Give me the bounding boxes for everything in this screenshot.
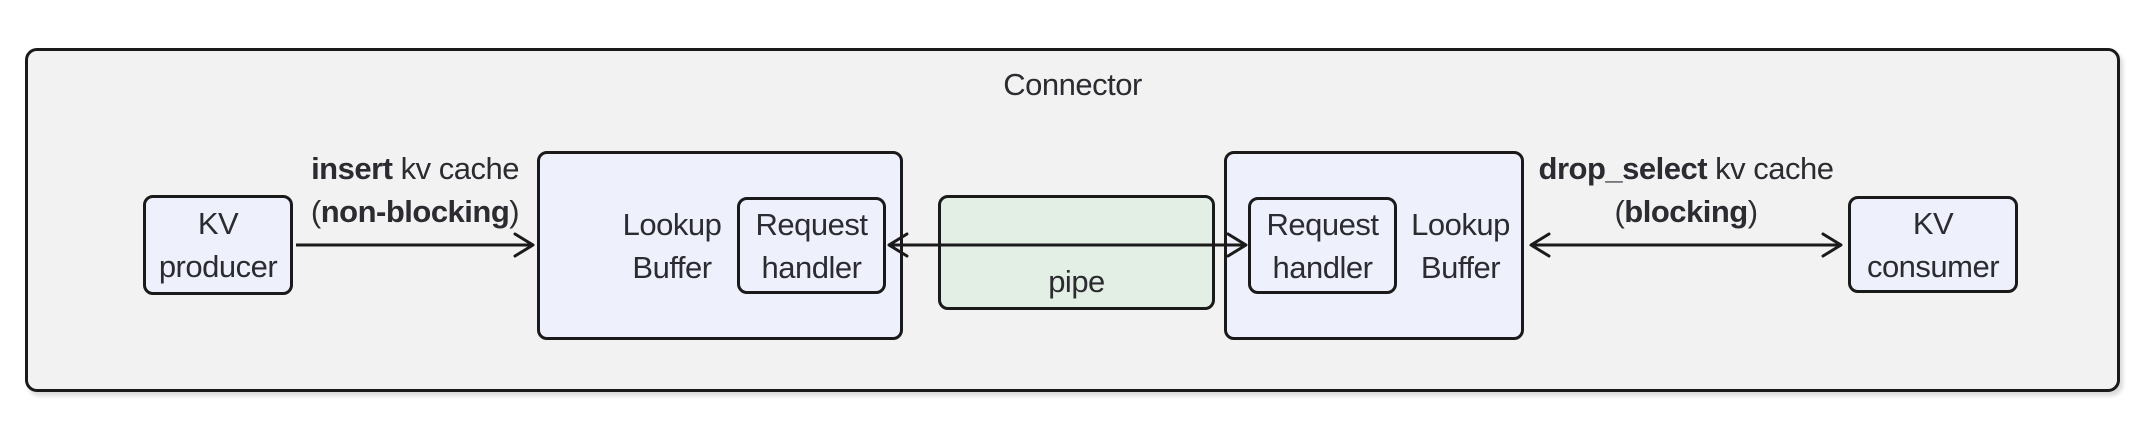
lookup-buffer-left-label-line2: Buffer <box>632 249 712 285</box>
request-handler-right-label-line1: Request <box>1266 206 1379 242</box>
pipe-label: pipe <box>1048 264 1105 299</box>
blocking-keyword: blocking <box>1624 194 1748 229</box>
pipe-node: pipe <box>938 195 1215 310</box>
non-blocking-close-paren: ) <box>509 194 520 229</box>
request-handler-right-label-line2: handler <box>1272 249 1373 285</box>
insert-edge-label: insert kv cache (non-blocking) <box>310 147 520 233</box>
blocking-open-paren: ( <box>1614 194 1625 229</box>
lookup-buffer-left-node: Lookup Buffer Request handler <box>537 151 903 340</box>
drop-select-keyword: drop_select <box>1538 151 1708 186</box>
kv-consumer-label-line2: consumer <box>1866 248 2000 284</box>
insert-keyword: insert <box>311 151 393 186</box>
drop-select-edge-label-line1: drop_select kv cache <box>1539 147 1834 190</box>
insert-edge-label-line2: (non-blocking) <box>310 190 520 233</box>
kv-producer-label-line2: producer <box>158 249 278 284</box>
drop-select-edge-label: drop_select kv cache (blocking) <box>1539 147 1834 233</box>
lookup-buffer-right-node: Request handler Lookup Buffer <box>1224 151 1524 340</box>
blocking-close-paren: ) <box>1747 194 1758 229</box>
lookup-buffer-left-label-line1: Lookup <box>622 206 722 242</box>
drop-select-edge-label-line2: (blocking) <box>1539 190 1834 233</box>
kv-producer-node: KV producer <box>143 195 293 295</box>
connector-title: Connector <box>1003 67 1142 102</box>
lookup-buffer-right-label: Lookup Buffer <box>1397 154 1524 337</box>
non-blocking-open-paren: ( <box>310 194 321 229</box>
request-handler-right-node: Request handler <box>1248 197 1397 294</box>
kv-consumer-node: KV consumer <box>1848 196 2018 293</box>
lookup-buffer-right-label-line1: Lookup <box>1411 206 1510 242</box>
insert-label-rest: kv cache <box>392 151 520 186</box>
kv-consumer-label-line1: KV <box>1912 205 1954 241</box>
non-blocking-keyword: non-blocking <box>320 194 510 229</box>
insert-edge-label-line1: insert kv cache <box>311 147 519 190</box>
lookup-buffer-right-label-line2: Buffer <box>1420 249 1501 285</box>
kv-producer-label-line1: KV <box>197 206 239 241</box>
request-handler-left-node: Request handler <box>737 197 886 294</box>
drop-select-label-rest: kv cache <box>1707 151 1834 186</box>
request-handler-left-label-line2: handler <box>761 249 862 285</box>
lookup-buffer-left-label: Lookup Buffer <box>592 154 752 337</box>
request-handler-left-label-line1: Request <box>755 206 868 242</box>
